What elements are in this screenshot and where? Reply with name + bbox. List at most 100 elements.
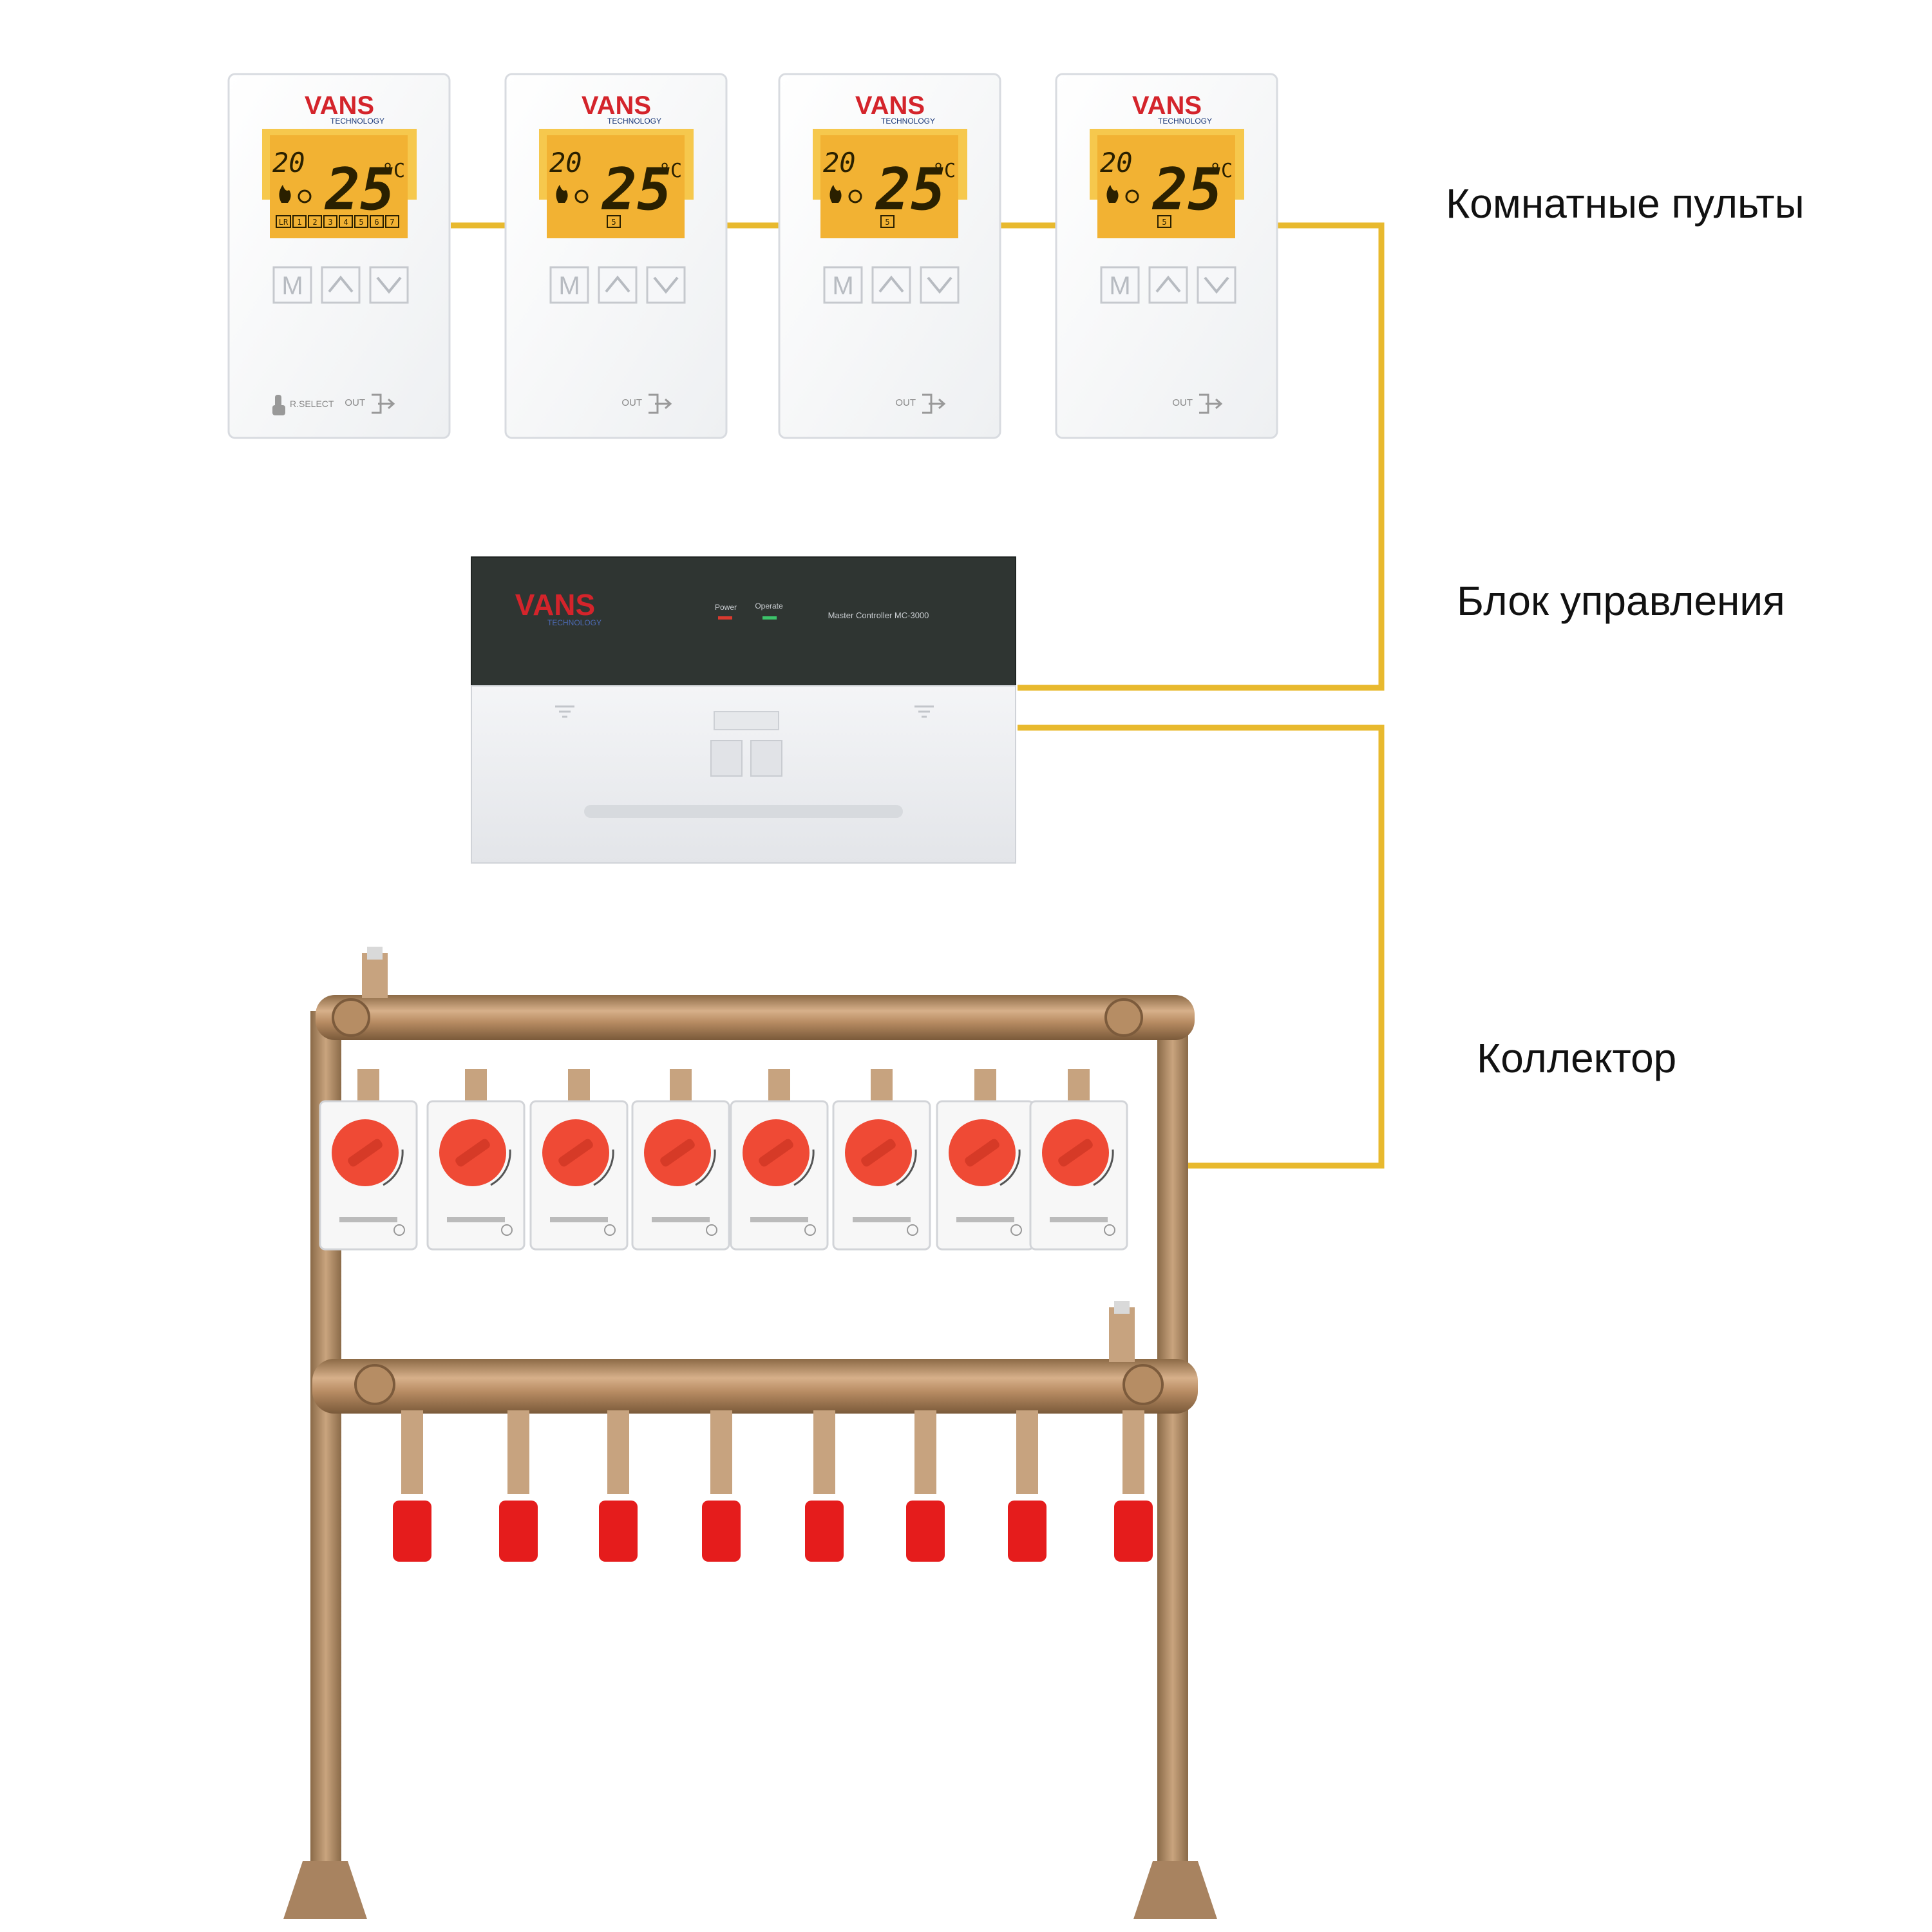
label-manifold: Коллектор <box>1477 1035 1676 1081</box>
clock-icon <box>574 189 589 204</box>
zone-box <box>1157 215 1171 228</box>
ce-mark-icon <box>804 1224 816 1236</box>
vent-icon-left <box>555 705 574 718</box>
air-vent-valve-top[interactable] <box>362 953 388 998</box>
current-temperature: 25 <box>324 156 395 223</box>
ball-valve[interactable] <box>805 1410 844 1562</box>
current-temperature: 25 <box>601 156 672 223</box>
ball-valve[interactable] <box>599 1410 638 1562</box>
thermostat-panel[interactable]: VANS TECHNOLOGY 20 25 °C LR 1 2 3 4 5 <box>227 73 451 439</box>
actuator[interactable] <box>529 1069 629 1251</box>
manifold-supply-bar <box>316 995 1195 1040</box>
ce-mark-icon <box>907 1224 918 1236</box>
chevron-down-icon <box>653 276 679 294</box>
ball-valve[interactable] <box>1008 1410 1046 1562</box>
brand-subtitle: TECHNOLOGY <box>881 117 935 126</box>
down-button[interactable] <box>369 266 409 304</box>
valve-handle[interactable] <box>1114 1501 1153 1562</box>
valve-handle[interactable] <box>393 1501 431 1562</box>
valve-handle[interactable] <box>805 1501 844 1562</box>
rotation-arrow-icon <box>1093 1149 1114 1186</box>
mode-button[interactable]: M <box>1100 266 1140 304</box>
thermostat-panel[interactable]: VANS TECHNOLOGY 20 25 °C 5 M OUT <box>504 73 728 439</box>
temperature-unit: °C <box>659 160 682 182</box>
ball-valve[interactable] <box>906 1410 945 1562</box>
air-vent-valve-bottom[interactable] <box>1109 1307 1135 1362</box>
up-button[interactable] <box>871 266 911 304</box>
ball-valve[interactable] <box>393 1410 431 1562</box>
ball-valve[interactable] <box>702 1410 741 1562</box>
room-select-label: R.SELECT <box>290 399 334 409</box>
up-button[interactable] <box>321 266 361 304</box>
vent-icon-right <box>914 705 934 718</box>
master-controller[interactable]: VANS TECHNOLOGY Power Operate Master Con… <box>471 556 1016 864</box>
day-indicator: 2 <box>312 218 317 227</box>
controller-port-slot <box>714 711 779 730</box>
actuator[interactable] <box>319 1069 418 1251</box>
down-button[interactable] <box>1197 266 1236 304</box>
mode-button[interactable]: M <box>272 266 312 304</box>
valve-body <box>401 1410 423 1494</box>
manifold-right-leg <box>1157 1011 1188 1868</box>
chevron-down-icon <box>376 276 402 294</box>
zone-box <box>880 215 895 228</box>
valve-handle[interactable] <box>599 1501 638 1562</box>
lcd-screen <box>547 135 685 238</box>
thermostat-row: VANS TECHNOLOGY 20 25 °C LR 1 2 3 4 5 <box>227 73 1278 439</box>
actuator[interactable] <box>832 1069 931 1251</box>
brand-subtitle: TECHNOLOGY <box>330 117 384 126</box>
brand-logo: VANS <box>305 91 374 120</box>
down-button[interactable] <box>646 266 686 304</box>
set-temperature: 20 <box>549 147 582 178</box>
knob-grip <box>348 1139 383 1167</box>
controller-connector-right[interactable] <box>750 740 782 777</box>
actuator[interactable] <box>631 1069 730 1251</box>
actuator[interactable] <box>730 1069 829 1251</box>
day-indicator: 6 <box>374 218 379 227</box>
exit-icon <box>922 393 946 414</box>
room-select-hand-icon <box>272 395 285 415</box>
valve-handle[interactable] <box>702 1501 741 1562</box>
current-temperature: 25 <box>875 156 945 223</box>
temperature-unit: °C <box>382 160 405 182</box>
mode-button-label: M <box>281 272 303 300</box>
controller-model: Master Controller MC-3000 <box>828 611 929 620</box>
rotation-arrow-icon <box>695 1149 716 1186</box>
down-button[interactable] <box>920 266 960 304</box>
manifold-left-foot <box>283 1861 367 1919</box>
thermostat-panel[interactable]: VANS TECHNOLOGY 20 25 °C 5 M OUT <box>778 73 1001 439</box>
rotation-arrow-icon <box>593 1149 614 1186</box>
up-button[interactable] <box>598 266 638 304</box>
flame-icon <box>279 185 291 203</box>
valve-handle[interactable] <box>1008 1501 1046 1562</box>
ball-valve[interactable] <box>1114 1410 1153 1562</box>
controller-connector-left[interactable] <box>710 740 743 777</box>
up-button[interactable] <box>1148 266 1188 304</box>
controller-brand-subtitle: TECHNOLOGY <box>547 618 601 627</box>
actuator[interactable] <box>936 1069 1035 1251</box>
thermostat-panel[interactable]: VANS TECHNOLOGY 20 25 °C 5 M OUT <box>1055 73 1278 439</box>
brand-subtitle: TECHNOLOGY <box>607 117 661 126</box>
mode-button[interactable]: M <box>823 266 863 304</box>
manifold <box>283 947 1217 1919</box>
set-temperature: 20 <box>823 147 856 178</box>
wire-controller-to-manifold <box>1018 724 1385 1169</box>
zone-number: 5 <box>611 218 616 227</box>
valve-handle[interactable] <box>906 1501 945 1562</box>
ball-valve[interactable] <box>499 1410 538 1562</box>
exit-icon <box>1199 393 1223 414</box>
actuator-stem <box>357 1069 379 1101</box>
actuator[interactable] <box>1029 1069 1128 1251</box>
brand-logo: VANS <box>855 91 925 120</box>
mode-button[interactable]: M <box>549 266 589 304</box>
chevron-down-icon <box>927 276 952 294</box>
actuator[interactable] <box>426 1069 526 1251</box>
day-indicator-row: LR 1 2 3 4 5 6 7 <box>276 215 399 228</box>
ce-mark-icon <box>706 1224 717 1236</box>
ce-mark-icon <box>501 1224 513 1236</box>
mode-button-label: M <box>832 272 853 300</box>
zone-box <box>607 215 621 228</box>
day-indicator: 5 <box>359 218 363 227</box>
label-control-unit: Блок управления <box>1457 578 1785 624</box>
valve-handle[interactable] <box>499 1501 538 1562</box>
